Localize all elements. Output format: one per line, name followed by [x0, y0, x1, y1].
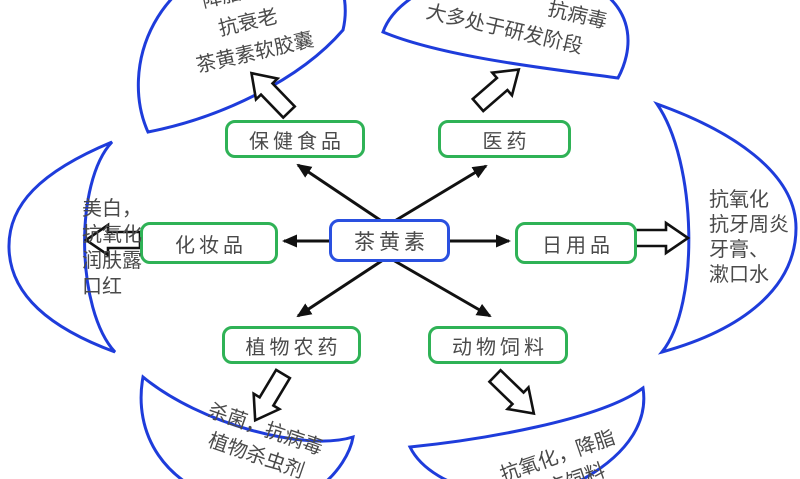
crescent-top-right: [381, 0, 630, 80]
node-cosmetics: 化妆品: [140, 222, 278, 264]
annotation-line: 抗牙周炎: [709, 212, 789, 236]
node-theaflavin: 茶黄素: [329, 219, 450, 262]
crescent-right: [653, 101, 798, 355]
node-plant-pesticide-label: 植物农药: [245, 334, 342, 359]
arrow-center-to-health-food: [296, 163, 384, 224]
annotation-line: 口红: [82, 274, 122, 298]
arrow-center-to-medicine: [392, 164, 488, 224]
hollow-arrow-to-top-right-crescent: [466, 56, 530, 118]
node-medicine: 医药: [438, 120, 571, 158]
crescent-left: [7, 140, 117, 354]
node-theaflavin-label: 茶黄素: [354, 229, 429, 254]
node-animal-feed-label: 动物饲料: [452, 334, 548, 359]
arrow-center-to-animal-feed: [392, 258, 492, 318]
node-medicine-label: 医药: [482, 128, 531, 153]
hollow-arrow-to-bottom-right-crescent: [483, 363, 546, 426]
annotation-line: 漱口水: [709, 262, 769, 286]
crescent-bottom-right: [407, 385, 646, 479]
node-daily-goods: 日用品: [515, 222, 637, 264]
crescent-text-left: 美白， 抗氧化 润肤露 口红: [82, 195, 202, 299]
annotation-line: 美白，: [82, 196, 142, 220]
annotation-line: 抗氧化: [82, 222, 142, 246]
crescent-text-right: 抗氧化 抗牙周炎 牙膏、 漱口水: [709, 187, 800, 287]
annotation-line: 润肤露: [82, 248, 142, 272]
arrow-center-to-plant-pesticide: [296, 258, 384, 318]
node-plant-pesticide: 植物农药: [222, 326, 361, 364]
annotation-line: 牙膏、: [709, 237, 769, 261]
node-daily-goods-label: 日用品: [542, 232, 614, 257]
annotation-line: 抗氧化: [709, 187, 769, 211]
hollow-arrow-to-right-crescent: [632, 221, 690, 255]
node-health-food: 保健食品: [225, 120, 365, 158]
node-health-food-label: 保健食品: [249, 128, 345, 153]
node-animal-feed: 动物饲料: [428, 326, 568, 364]
node-cosmetics-label: 化妆品: [175, 232, 247, 257]
crescent-bottom-left: [139, 374, 355, 479]
